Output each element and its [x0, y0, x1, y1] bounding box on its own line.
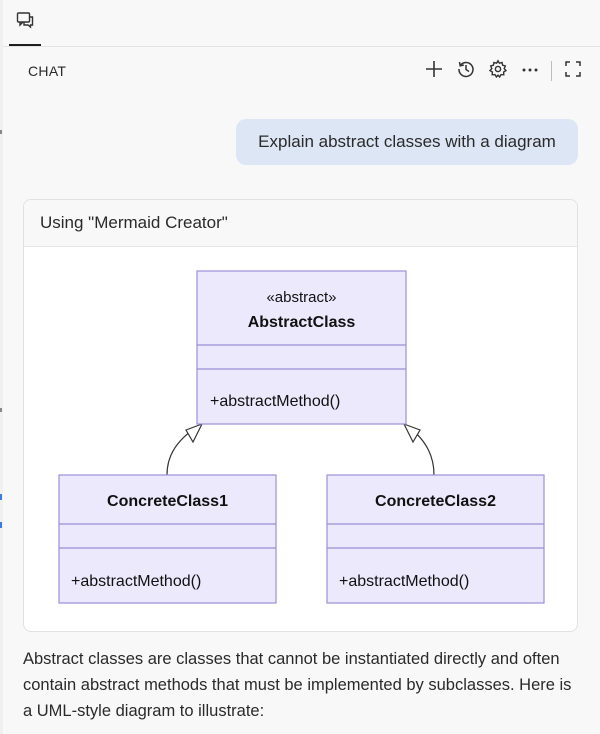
assistant-response-text: Abstract classes are classes that cannot… [23, 650, 572, 720]
abstract-class-box: «abstract» AbstractClass +abstractMethod… [196, 270, 407, 425]
toolbar-divider [551, 61, 552, 81]
concrete-class-1-method: +abstractMethod() [71, 573, 201, 590]
inheritance-arrow-1 [185, 422, 204, 444]
inheritance-arrow-2 [402, 422, 421, 444]
edge-marker [0, 494, 2, 500]
tab-chat[interactable] [9, 0, 41, 46]
chat-header: CHAT [3, 50, 600, 92]
panel-title: CHAT [28, 63, 67, 79]
user-message-bubble: Explain abstract classes with a diagram [236, 119, 578, 165]
tab-bar [3, 0, 600, 47]
edge-marker [0, 130, 2, 134]
abstract-stereotype: «abstract» [266, 289, 336, 306]
concrete-class-1-box: ConcreteClass1 +abstractMethod() [58, 474, 277, 604]
abstract-class-name: AbstractClass [248, 314, 356, 331]
concrete-class-1-name: ConcreteClass1 [107, 493, 228, 510]
user-message-text: Explain abstract classes with a diagram [258, 132, 556, 151]
plus-icon [424, 59, 444, 84]
tool-result-card: Using "Mermaid Creator" «abstract» Abstr… [23, 199, 578, 632]
more-button[interactable] [517, 58, 543, 84]
maximize-button[interactable] [560, 58, 586, 84]
history-icon [456, 59, 476, 84]
chat-icon [15, 10, 35, 35]
header-actions [415, 58, 586, 84]
edge-marker [0, 522, 2, 528]
left-edge [0, 0, 3, 734]
new-chat-button[interactable] [421, 58, 447, 84]
uml-diagram: «abstract» AbstractClass +abstractMethod… [58, 270, 545, 604]
settings-button[interactable] [485, 58, 511, 84]
abstract-method: +abstractMethod() [210, 393, 340, 410]
ellipsis-icon [520, 59, 540, 84]
edge-marker [0, 408, 2, 412]
concrete-class-2-box: ConcreteClass2 +abstractMethod() [326, 474, 545, 604]
concrete-class-2-method: +abstractMethod() [339, 573, 469, 590]
tool-label: Using "Mermaid Creator" [40, 213, 228, 232]
tool-header[interactable]: Using "Mermaid Creator" [24, 200, 577, 247]
gear-icon [488, 58, 508, 84]
concrete-class-2-name: ConcreteClass2 [375, 493, 496, 510]
maximize-icon [563, 59, 583, 84]
history-button[interactable] [453, 58, 479, 84]
